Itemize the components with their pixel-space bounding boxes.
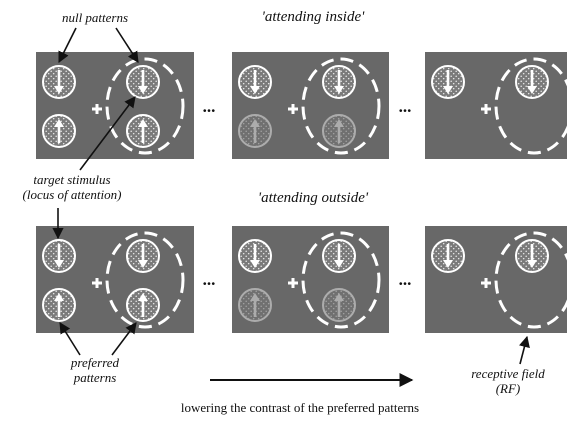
null-pattern-right-r1c1 [126, 65, 160, 99]
null-pattern-right-r2c2 [322, 239, 356, 273]
null-pattern-right-r2c1-arrow-icon [138, 244, 148, 268]
figure-caption: lowering the contrast of the preferred p… [181, 400, 419, 415]
preferred-pattern-right-r1c1-arrow-icon [138, 119, 148, 143]
fixation-cross-r2c2 [288, 278, 298, 288]
null-pattern-right-r2c3 [515, 239, 549, 273]
preferred-patterns-label-sub: patterns [73, 370, 117, 385]
panel-row1-col3 [425, 52, 574, 159]
null-pattern-left-r2c1-arrow-icon [54, 244, 64, 268]
null-pattern-right-r2c2-arrow-icon [334, 244, 344, 268]
receptive-field-r2c1 [105, 231, 185, 329]
null-pattern-left-r1c3-arrow-icon [443, 70, 453, 94]
header-attending-inside: 'attending inside' [262, 9, 365, 25]
ellipsis-row2-b: ... [399, 270, 412, 289]
preferred-pattern-right-r2c2 [322, 288, 356, 322]
receptive-field-r1c3 [494, 57, 574, 155]
null-pattern-left-r2c2-arrow-icon [250, 244, 260, 268]
fixation-cross-r2c1 [92, 278, 102, 288]
null-pattern-left-r2c2 [238, 239, 272, 273]
null-pattern-right-r1c3-arrow-icon [527, 70, 537, 94]
null-pattern-left-r1c3 [431, 65, 465, 99]
preferred-pattern-right-r1c2 [322, 114, 356, 148]
null-patterns-arrow-right [115, 27, 139, 63]
ellipsis-row1-a: ... [203, 97, 216, 116]
panel-row1-col2 [232, 52, 389, 159]
receptive-field-r1c2 [301, 57, 381, 155]
preferred-pattern-left-r2c2 [238, 288, 272, 322]
preferred-pattern-right-r2c2-arrow-icon [334, 293, 344, 317]
null-pattern-right-r1c2 [322, 65, 356, 99]
panel-row2-col1 [36, 226, 194, 333]
rf-arrow [519, 335, 530, 365]
null-pattern-left-r1c2-arrow-icon [250, 70, 260, 94]
target-arrow-top [79, 96, 136, 171]
preferred-arrow-left [59, 322, 81, 356]
preferred-pattern-left-r2c1-arrow-icon [54, 293, 64, 317]
preferred-pattern-left-r2c2-arrow-icon [250, 293, 260, 317]
ellipsis-row1-b: ... [399, 97, 412, 116]
preferred-pattern-right-r2c1 [126, 288, 160, 322]
preferred-pattern-right-r2c1-arrow-icon [138, 293, 148, 317]
null-pattern-left-r1c2 [238, 65, 272, 99]
null-pattern-right-r2c3-arrow-icon [527, 244, 537, 268]
receptive-field-label: receptive field [471, 366, 545, 381]
panel-row1-col1 [36, 52, 194, 159]
null-pattern-left-r2c3-arrow-icon [443, 244, 453, 268]
null-pattern-left-r2c3 [431, 239, 465, 273]
ellipsis-row2-a: ... [203, 270, 216, 289]
null-pattern-left-r2c1 [42, 239, 76, 273]
preferred-pattern-left-r1c1 [42, 114, 76, 148]
preferred-pattern-right-r1c2-arrow-icon [334, 119, 344, 143]
null-pattern-left-r1c1-arrow-icon [54, 70, 64, 94]
preferred-pattern-left-r1c2-arrow-icon [250, 119, 260, 143]
receptive-field-r2c2 [301, 231, 381, 329]
fixation-cross-r1c1 [92, 104, 102, 114]
null-pattern-right-r2c1 [126, 239, 160, 273]
preferred-pattern-left-r1c2 [238, 114, 272, 148]
panel-row2-col3 [425, 226, 574, 333]
null-patterns-arrow-left [58, 27, 77, 64]
null-patterns-label: null patterns [62, 10, 128, 25]
null-pattern-left-r1c1 [42, 65, 76, 99]
null-pattern-right-r1c3 [515, 65, 549, 99]
fixation-cross-r2c3 [481, 278, 491, 288]
preferred-patterns-label: preferred [70, 355, 120, 370]
preferred-pattern-left-r2c1 [42, 288, 76, 322]
null-pattern-right-r1c2-arrow-icon [334, 70, 344, 94]
header-attending-outside: 'attending outside' [258, 190, 369, 206]
null-pattern-right-r1c1-arrow-icon [138, 70, 148, 94]
receptive-field-r2c3 [494, 231, 574, 329]
receptive-field-r1c1 [105, 57, 185, 155]
fixation-cross-r1c2 [288, 104, 298, 114]
fixation-cross-r1c3 [481, 104, 491, 114]
preferred-pattern-left-r1c1-arrow-icon [54, 119, 64, 143]
panel-row2-col2 [232, 226, 389, 333]
preferred-arrow-right [111, 322, 137, 356]
target-stimulus-label: target stimulus [33, 172, 110, 187]
receptive-field-label-sub: (RF) [496, 381, 521, 396]
target-stimulus-label-sub: (locus of attention) [23, 187, 122, 202]
stimulus-panels [36, 52, 574, 333]
preferred-pattern-right-r1c1 [126, 114, 160, 148]
